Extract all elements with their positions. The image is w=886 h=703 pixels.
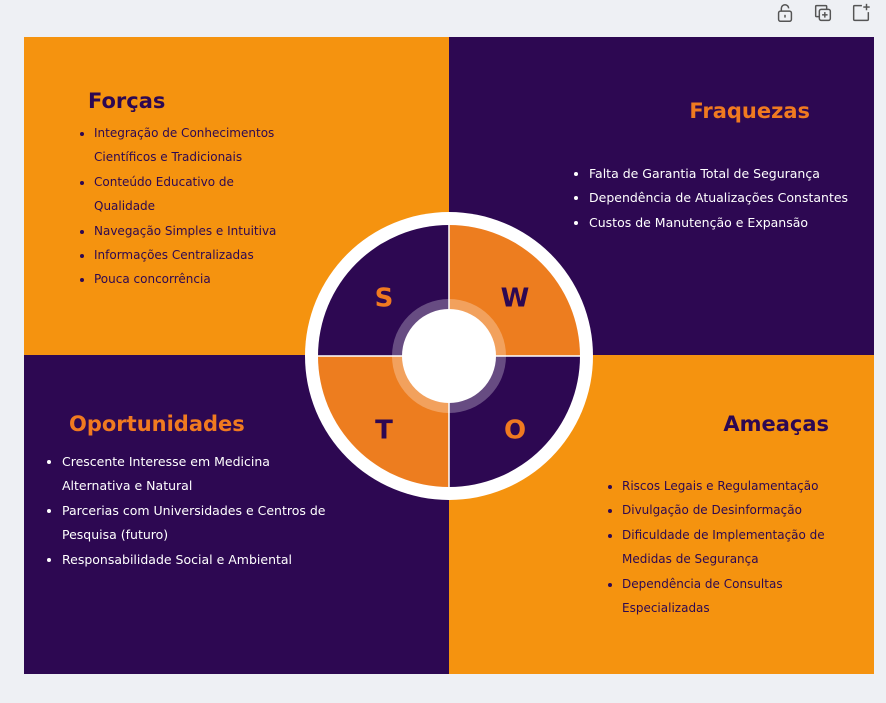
letter-o: O	[504, 416, 526, 446]
strength-item: Informações Centralizadas	[94, 243, 294, 267]
strength-item: Pouca concorrência	[94, 267, 294, 291]
strengths-list: Integração de Conhecimentos Científicos …	[76, 121, 294, 292]
strength-item: Integração de Conhecimentos Científicos …	[94, 121, 294, 170]
weaknesses-list: Falta de Garantia Total de SegurançaDepe…	[571, 162, 869, 235]
swot-board[interactable]: Forças Integração de Conhecimentos Cient…	[24, 37, 874, 674]
strength-item: Conteúdo Educativo de Qualidade	[94, 170, 294, 219]
opportunity-item: Responsabilidade Social e Ambiental	[62, 548, 342, 572]
swot-wheel: S W T O	[305, 212, 593, 500]
threat-item: Dependência de Consultas Especializadas	[622, 572, 862, 621]
opportunities-list: Crescente Interesse em Medicina Alternat…	[44, 450, 342, 572]
threats-title: Ameaças	[723, 412, 829, 436]
opportunities-title: Oportunidades	[69, 412, 245, 436]
wheel-center	[402, 309, 496, 403]
threat-item: Divulgação de Desinformação	[622, 498, 862, 522]
letter-w: W	[501, 284, 530, 314]
weakness-item: Dependência de Atualizações Constantes	[589, 186, 869, 210]
strength-item: Navegação Simples e Intuitiva	[94, 219, 294, 243]
opportunity-item: Parcerias com Universidades e Centros de…	[62, 499, 342, 548]
duplicate-icon[interactable]	[812, 2, 834, 24]
toolbar	[774, 2, 872, 24]
letter-s: S	[375, 284, 394, 314]
threats-list: Riscos Legais e RegulamentaçãoDivulgação…	[604, 474, 862, 620]
weakness-item: Custos de Manutenção e Expansão	[589, 211, 869, 235]
strengths-title: Forças	[88, 89, 166, 113]
threat-item: Dificuldade de Implementação de Medidas …	[622, 523, 862, 572]
threat-item: Riscos Legais e Regulamentação	[622, 474, 862, 498]
lock-open-icon[interactable]	[774, 2, 796, 24]
weaknesses-title: Fraquezas	[689, 99, 810, 123]
letter-t: T	[375, 416, 393, 446]
weakness-item: Falta de Garantia Total de Segurança	[589, 162, 869, 186]
add-page-icon[interactable]	[850, 2, 872, 24]
opportunity-item: Crescente Interesse em Medicina Alternat…	[62, 450, 342, 499]
